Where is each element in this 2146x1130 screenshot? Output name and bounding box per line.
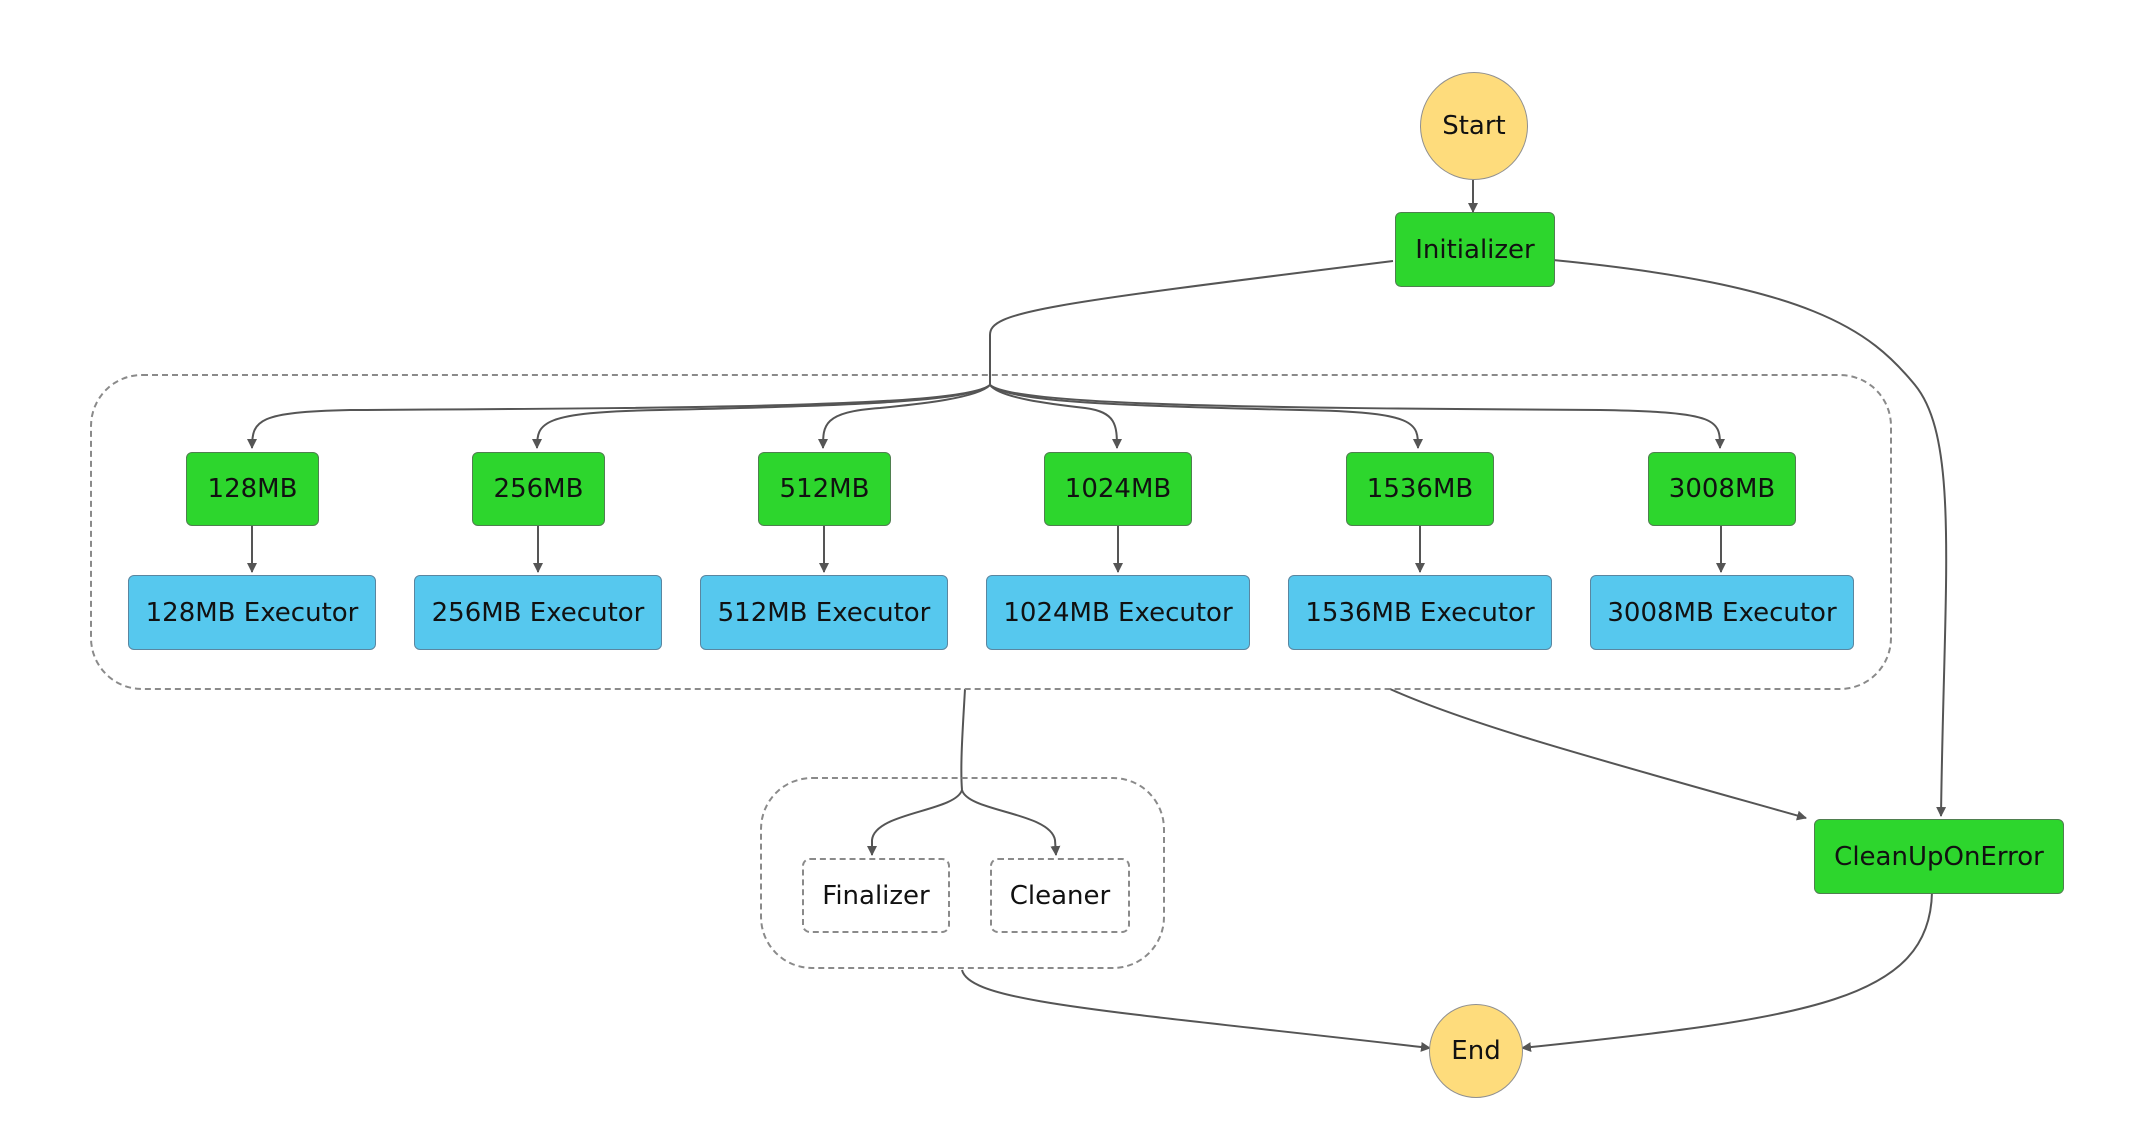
cleaner-node[interactable]: Cleaner bbox=[990, 858, 1130, 933]
branch-1536mb-label: 1536MB bbox=[1366, 474, 1474, 504]
edge-fork-1536 bbox=[989, 384, 1423, 449]
edge-final-end bbox=[961, 969, 1431, 1052]
initializer-label: Initializer bbox=[1415, 234, 1535, 265]
executor-512mb-node[interactable]: 512MB Executor bbox=[700, 575, 948, 650]
edge-parallel-cleanuponerror bbox=[1389, 688, 1807, 821]
executor-512mb-label: 512MB Executor bbox=[717, 597, 931, 628]
branch-1024mb-label: 1024MB bbox=[1064, 474, 1172, 504]
branch-1024mb-node[interactable]: 1024MB bbox=[1044, 452, 1192, 526]
executor-1024mb-label: 1024MB Executor bbox=[1003, 597, 1233, 628]
executor-128mb-node[interactable]: 128MB Executor bbox=[128, 575, 376, 650]
branch-128mb-node[interactable]: 128MB bbox=[186, 452, 319, 526]
branch-512mb-node[interactable]: 512MB bbox=[758, 452, 891, 526]
start-label: Start bbox=[1442, 111, 1506, 141]
cleanuponerror-label: CleanUpOnError bbox=[1834, 841, 2044, 872]
branch-256mb-label: 256MB bbox=[493, 474, 584, 504]
branch-128mb-label: 128MB bbox=[207, 474, 298, 504]
parallel-final-group bbox=[760, 777, 1165, 969]
initializer-node[interactable]: Initializer bbox=[1395, 212, 1555, 287]
edge-fork-cleaner bbox=[961, 789, 1061, 856]
branch-1536mb-node[interactable]: 1536MB bbox=[1346, 452, 1494, 526]
edge-fork-finalizer bbox=[867, 789, 963, 856]
executor-1536mb-label: 1536MB Executor bbox=[1305, 597, 1535, 628]
parallel-executors-group bbox=[90, 374, 1892, 690]
executor-128mb-label: 128MB Executor bbox=[145, 597, 359, 628]
branch-3008mb-node[interactable]: 3008MB bbox=[1648, 452, 1796, 526]
edge-parallel-final-branch bbox=[960, 688, 966, 791]
edge-fork-512 bbox=[818, 384, 991, 449]
edge-fork-1024 bbox=[989, 384, 1122, 449]
edge-initializer-parallel bbox=[989, 260, 1394, 385]
branch-512mb-label: 512MB bbox=[779, 474, 870, 504]
finalizer-node[interactable]: Finalizer bbox=[802, 858, 950, 933]
edge-fork-256 bbox=[532, 384, 991, 449]
executor-1536mb-node[interactable]: 1536MB Executor bbox=[1288, 575, 1552, 650]
end-label: End bbox=[1451, 1036, 1501, 1066]
executor-256mb-label: 256MB Executor bbox=[431, 597, 645, 628]
edge-initializer-cleanuponerror bbox=[1552, 259, 1948, 817]
executor-3008mb-node[interactable]: 3008MB Executor bbox=[1590, 575, 1854, 650]
branch-3008mb-label: 3008MB bbox=[1668, 474, 1776, 504]
cleaner-label: Cleaner bbox=[1009, 880, 1111, 911]
start-node[interactable]: Start bbox=[1420, 72, 1528, 180]
executor-256mb-node[interactable]: 256MB Executor bbox=[414, 575, 662, 650]
executor-1024mb-node[interactable]: 1024MB Executor bbox=[986, 575, 1250, 650]
edge-cleanuponerror-end bbox=[1521, 891, 1933, 1053]
edge-fork-3008 bbox=[989, 384, 1725, 449]
branch-256mb-node[interactable]: 256MB bbox=[472, 452, 605, 526]
cleanuponerror-node[interactable]: CleanUpOnError bbox=[1814, 819, 2064, 894]
executor-3008mb-label: 3008MB Executor bbox=[1607, 597, 1837, 628]
end-node[interactable]: End bbox=[1429, 1004, 1523, 1098]
finalizer-label: Finalizer bbox=[822, 880, 930, 911]
